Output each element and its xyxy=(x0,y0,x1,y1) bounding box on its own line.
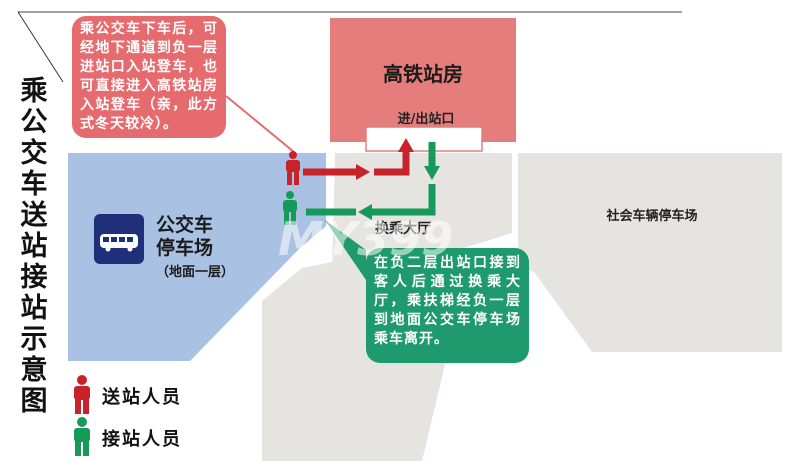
pick-up-callout: 在负二层出站口接到客人后通过换乘大厅，乘扶梯经负一层到地面公交车停车场乘车离开。 xyxy=(366,248,529,363)
legend-drop-off-icon xyxy=(74,375,90,414)
bus-parking-label: 公交车 停车场 xyxy=(156,214,214,259)
legend-pick-up-label: 接站人员 xyxy=(102,429,182,450)
diagram-title: 乘 公 交 车 送 站 接 站 示 意 图 xyxy=(20,76,48,417)
pick-up-arrow-1-head xyxy=(424,166,440,180)
bus-icon xyxy=(94,214,144,264)
social-parking-label: 社会车辆停车场 xyxy=(606,209,698,224)
drop-off-callout: 乘公交车下车后，可经地下通道到负一层进站口入站登车，也可直接进入高铁站房入站登车… xyxy=(72,16,226,138)
pick-up-arrow-2 xyxy=(372,184,436,216)
social-parking-area xyxy=(518,153,782,352)
transfer-hall-label: 换乘大厅 xyxy=(375,221,431,237)
legend-drop-off-label: 送站人员 xyxy=(102,387,182,408)
legend-pick-up-icon xyxy=(74,417,90,456)
drop-off-arrow-2 xyxy=(374,150,410,176)
gate-label: 进/出站口 xyxy=(397,112,455,127)
station-name: 高铁站房 xyxy=(383,62,463,86)
drop-off-arrow-1-head xyxy=(356,164,370,180)
watermark: MY399 xyxy=(278,212,454,266)
pick-up-person-icon xyxy=(283,191,297,225)
frame-diagonal-line xyxy=(17,11,64,83)
bus-parking-area xyxy=(68,153,326,361)
drop-off-person-icon xyxy=(286,151,300,185)
pick-up-arrow-2-head xyxy=(358,204,372,220)
bus-parking-sublabel: （地面一层） xyxy=(156,265,235,280)
pick-up-pointer xyxy=(325,220,366,280)
drop-off-arrow-2-head xyxy=(398,138,414,152)
station-building xyxy=(330,18,516,142)
gate-box xyxy=(365,126,483,152)
drop-off-pointer xyxy=(225,95,295,153)
